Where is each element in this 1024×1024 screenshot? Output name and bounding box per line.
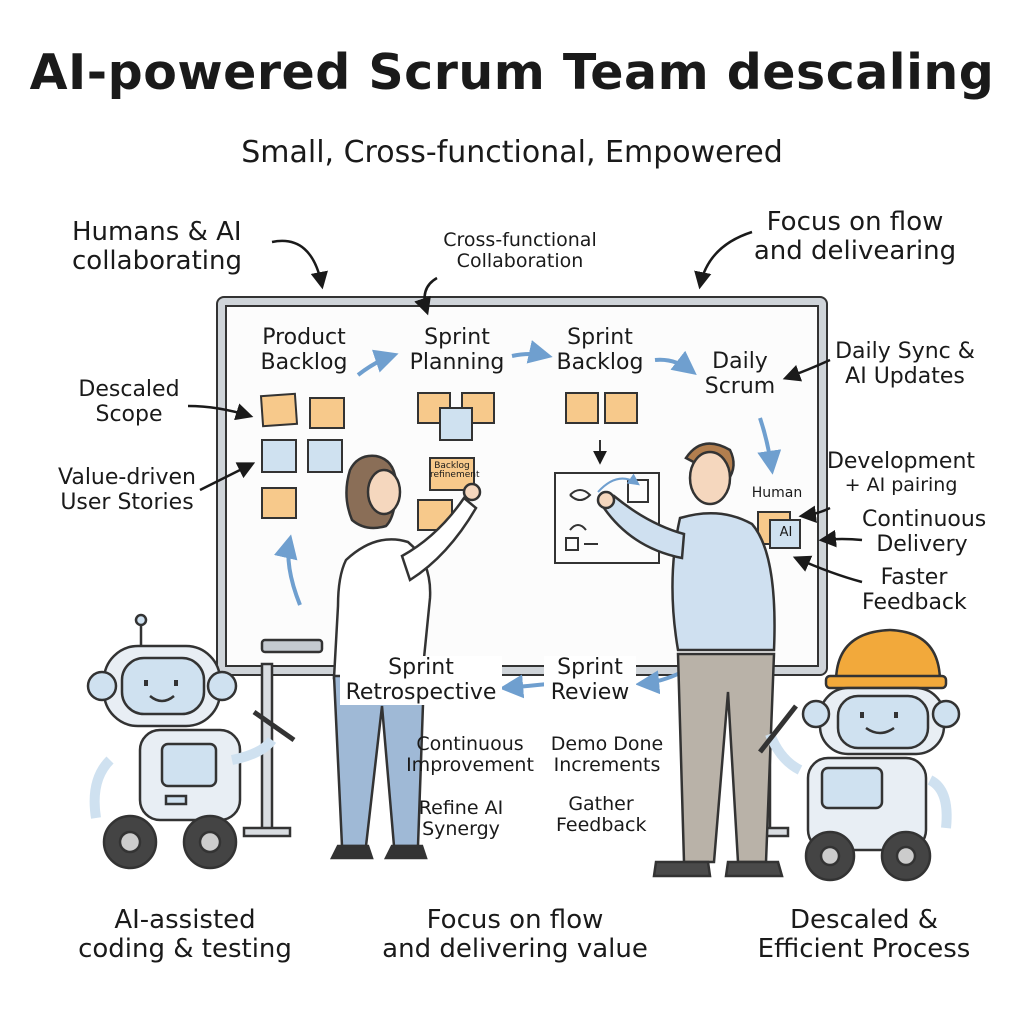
note-gather-feedback-line2: Feedback <box>556 814 647 837</box>
stage-sprint-backlog-line1: Sprint <box>567 325 633 350</box>
stage-sprint-review-line1: Sprint <box>557 655 623 680</box>
callout-development-line2: + AI pairing <box>844 473 958 496</box>
stage-sprint-retrospective-line1: Sprint <box>388 655 454 680</box>
man-figure <box>596 442 784 878</box>
callout-development-line1: Development <box>826 449 976 474</box>
callout-arrows <box>187 230 863 584</box>
note-demo-done-line2: Increments <box>553 754 661 777</box>
note-backlog-refinement: Backlog refinement <box>430 461 480 481</box>
footer-descaled-process-line1: Descaled & <box>789 905 939 935</box>
board-sketch-diagram <box>554 440 660 564</box>
stage-sprint-review: Sprint Review <box>544 655 636 706</box>
footer-descaled-process-line2: Efficient Process <box>757 934 971 965</box>
callout-faster-feedback: Faster Feedback <box>862 565 967 615</box>
callout-value-driven: Value-driven User Stories <box>52 465 202 515</box>
callout-daily-sync-line1: Daily Sync & <box>835 339 975 364</box>
note-gather-feedback-line1: Gather <box>568 793 634 815</box>
footer-focus-value-line2: and delivering value <box>382 934 648 965</box>
footer-focus-value-line1: Focus on flow <box>426 905 604 935</box>
footer-ai-assisted-line1: AI-assisted <box>114 905 256 935</box>
callout-focus-flow-top-line2: and delivearing <box>753 236 957 267</box>
note-refine-ai-line1: Refine AI <box>418 797 504 819</box>
note-backlog-refinement-line2: refinement <box>430 470 480 481</box>
stage-sprint-retrospective: Sprint Retrospective <box>340 655 502 706</box>
human-ai-pair-cards <box>757 511 801 549</box>
footer-focus-value: Focus on flow and delivering value <box>370 905 660 965</box>
sticky-notes-product-backlog <box>259 392 345 519</box>
stage-sprint-review-line2: Review <box>550 679 630 705</box>
callout-descaled-scope-line2: Scope <box>95 401 163 427</box>
label-ai: AI <box>779 525 793 540</box>
stage-product-backlog-line1: Product <box>262 325 346 350</box>
callout-focus-flow-top: Focus on flow and delivearing <box>745 207 965 267</box>
callout-continuous-delivery-line2: Delivery <box>876 531 968 557</box>
robot-right <box>758 628 961 882</box>
note-demo-done-line1: Demo Done <box>550 733 664 755</box>
page-subtitle: Small, Cross-functional, Empowered <box>241 135 783 170</box>
note-continuous-improvement: Continuous Improvement <box>400 733 540 777</box>
callout-value-driven-line1: Value-driven <box>58 465 196 490</box>
stage-sprint-backlog-line2: Backlog <box>556 349 644 375</box>
stage-daily-scrum-line2: Scrum <box>704 373 776 399</box>
stage-product-backlog: Product Backlog <box>254 325 354 375</box>
note-continuous-improvement-line2: Improvement <box>406 754 534 777</box>
footer-ai-assisted: AI-assisted coding & testing <box>70 905 300 965</box>
callout-faster-feedback-line2: Feedback <box>862 589 967 615</box>
callout-cross-functional-line2: Collaboration <box>456 250 584 273</box>
stage-sprint-planning-line1: Sprint <box>424 325 490 350</box>
note-refine-ai: Refine AI Synergy <box>406 797 516 841</box>
callout-daily-sync-line2: AI Updates <box>845 363 965 389</box>
stage-sprint-planning: Sprint Planning <box>402 325 512 375</box>
callout-descaled-scope-line1: Descaled <box>78 377 180 402</box>
page-title: AI-powered Scrum Team descaling <box>29 44 995 101</box>
callout-humans-ai-line2: collaborating <box>72 246 243 277</box>
note-backlog-refinement-line1: Backlog <box>434 461 470 471</box>
callout-daily-sync: Daily Sync & AI Updates <box>832 339 978 389</box>
footer-descaled-process: Descaled & Efficient Process <box>746 905 982 965</box>
note-demo-done: Demo Done Increments <box>544 733 670 777</box>
callout-cross-functional-line1: Cross-functional <box>443 229 597 251</box>
callout-value-driven-line2: User Stories <box>60 489 194 515</box>
callout-focus-flow-top-line1: Focus on flow <box>766 207 944 237</box>
callout-faster-feedback-line1: Faster <box>880 565 948 590</box>
stage-daily-scrum-line1: Daily <box>712 349 768 374</box>
callout-development: Development + AI pairing <box>826 449 976 496</box>
note-refine-ai-line2: Synergy <box>422 818 500 841</box>
sticky-notes-sprint-backlog <box>565 392 638 424</box>
label-human: Human <box>751 485 803 501</box>
note-gather-feedback: Gather Feedback <box>556 793 647 837</box>
callout-humans-ai-line1: Humans & AI <box>72 217 242 247</box>
note-continuous-improvement-line1: Continuous <box>416 733 524 755</box>
robot-left <box>86 613 296 870</box>
stage-daily-scrum: Daily Scrum <box>692 349 788 399</box>
stage-sprint-retrospective-line2: Retrospective <box>345 679 497 705</box>
callout-continuous-delivery: Continuous Delivery <box>862 507 987 557</box>
callout-continuous-delivery-line1: Continuous <box>862 507 987 532</box>
callout-cross-functional: Cross-functional Collaboration <box>430 229 610 273</box>
callout-descaled-scope: Descaled Scope <box>74 377 184 427</box>
callout-humans-ai: Humans & AI collaborating <box>72 217 243 277</box>
stage-sprint-planning-line2: Planning <box>409 349 505 375</box>
footer-ai-assisted-line2: coding & testing <box>78 934 292 965</box>
stage-product-backlog-line2: Backlog <box>260 349 348 375</box>
stage-sprint-backlog: Sprint Backlog <box>550 325 650 375</box>
